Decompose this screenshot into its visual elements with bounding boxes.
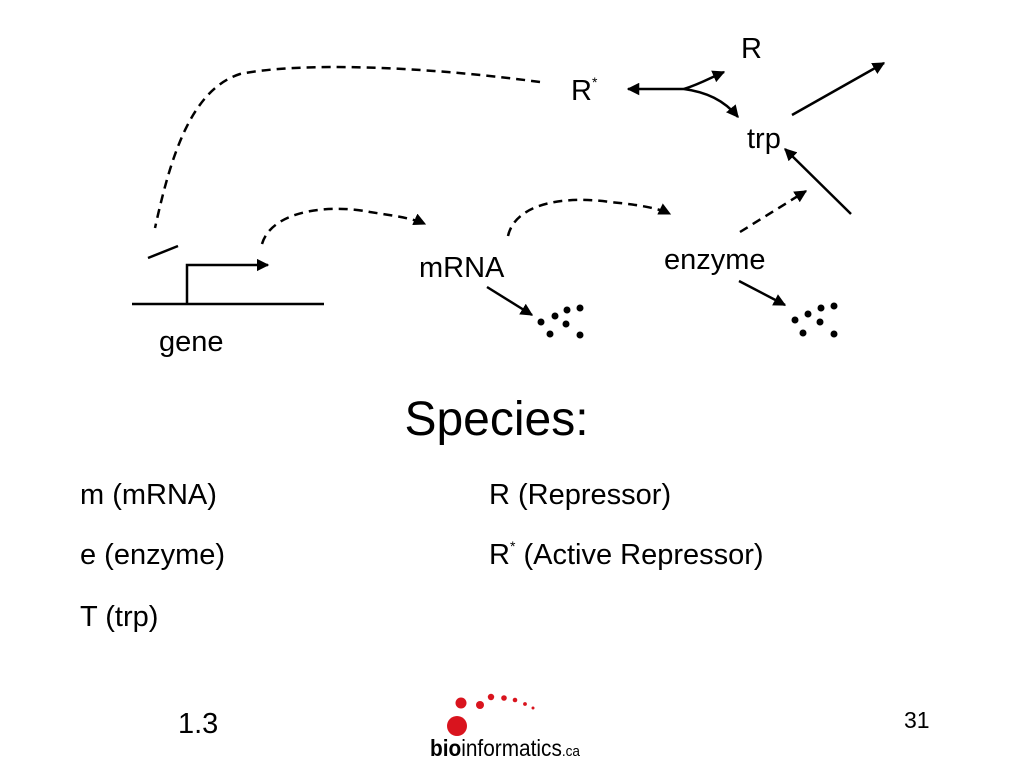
enzyme-degradation-dots: [791, 302, 838, 338]
logo-dots-icon: [447, 693, 535, 736]
version-number: 1.3: [178, 708, 219, 740]
promoter-arrow: [185, 258, 270, 304]
species-title: Species:: [404, 393, 589, 446]
mrna-degradation-dots: [537, 304, 584, 339]
transcription-dashed-arrow: [260, 207, 427, 245]
bioinformatics-logo: bioinformatics.ca: [430, 693, 581, 761]
mrna-label: mRNA: [419, 252, 505, 284]
trp-regulation-diagram: R R* trp mRNA enzyme gene: [132, 33, 886, 358]
gene-label: gene: [159, 326, 224, 358]
species-trp: T (trp): [80, 601, 159, 633]
species-enzyme: e (enzyme): [80, 539, 226, 571]
r-label: R: [741, 33, 762, 65]
species-active-repressor: R* (Active Repressor): [489, 538, 764, 571]
r-star-label: R*: [571, 74, 598, 107]
repression-blunt-end: [147, 244, 179, 260]
binding-arrow-to-r: [683, 70, 726, 91]
catalysis-dashed-arrow: [739, 189, 808, 234]
enzyme-label: enzyme: [664, 244, 766, 276]
trp-consumption-arrow: [791, 61, 886, 117]
enzyme-degradation-arrow: [738, 279, 787, 307]
page-number: 31: [904, 707, 930, 733]
trp-label: trp: [747, 123, 781, 155]
repression-dashed-arrow: [153, 65, 541, 229]
binding-arrow-to-trp: [683, 87, 739, 118]
trp-production-arrow: [784, 148, 852, 215]
species-mrna: m (mRNA): [80, 479, 217, 511]
mrna-degradation-arrow: [486, 285, 534, 317]
translation-dashed-arrow: [506, 198, 672, 237]
logo-wordmark: bioinformatics.ca: [430, 735, 581, 761]
species-repressor: R (Repressor): [489, 479, 672, 511]
